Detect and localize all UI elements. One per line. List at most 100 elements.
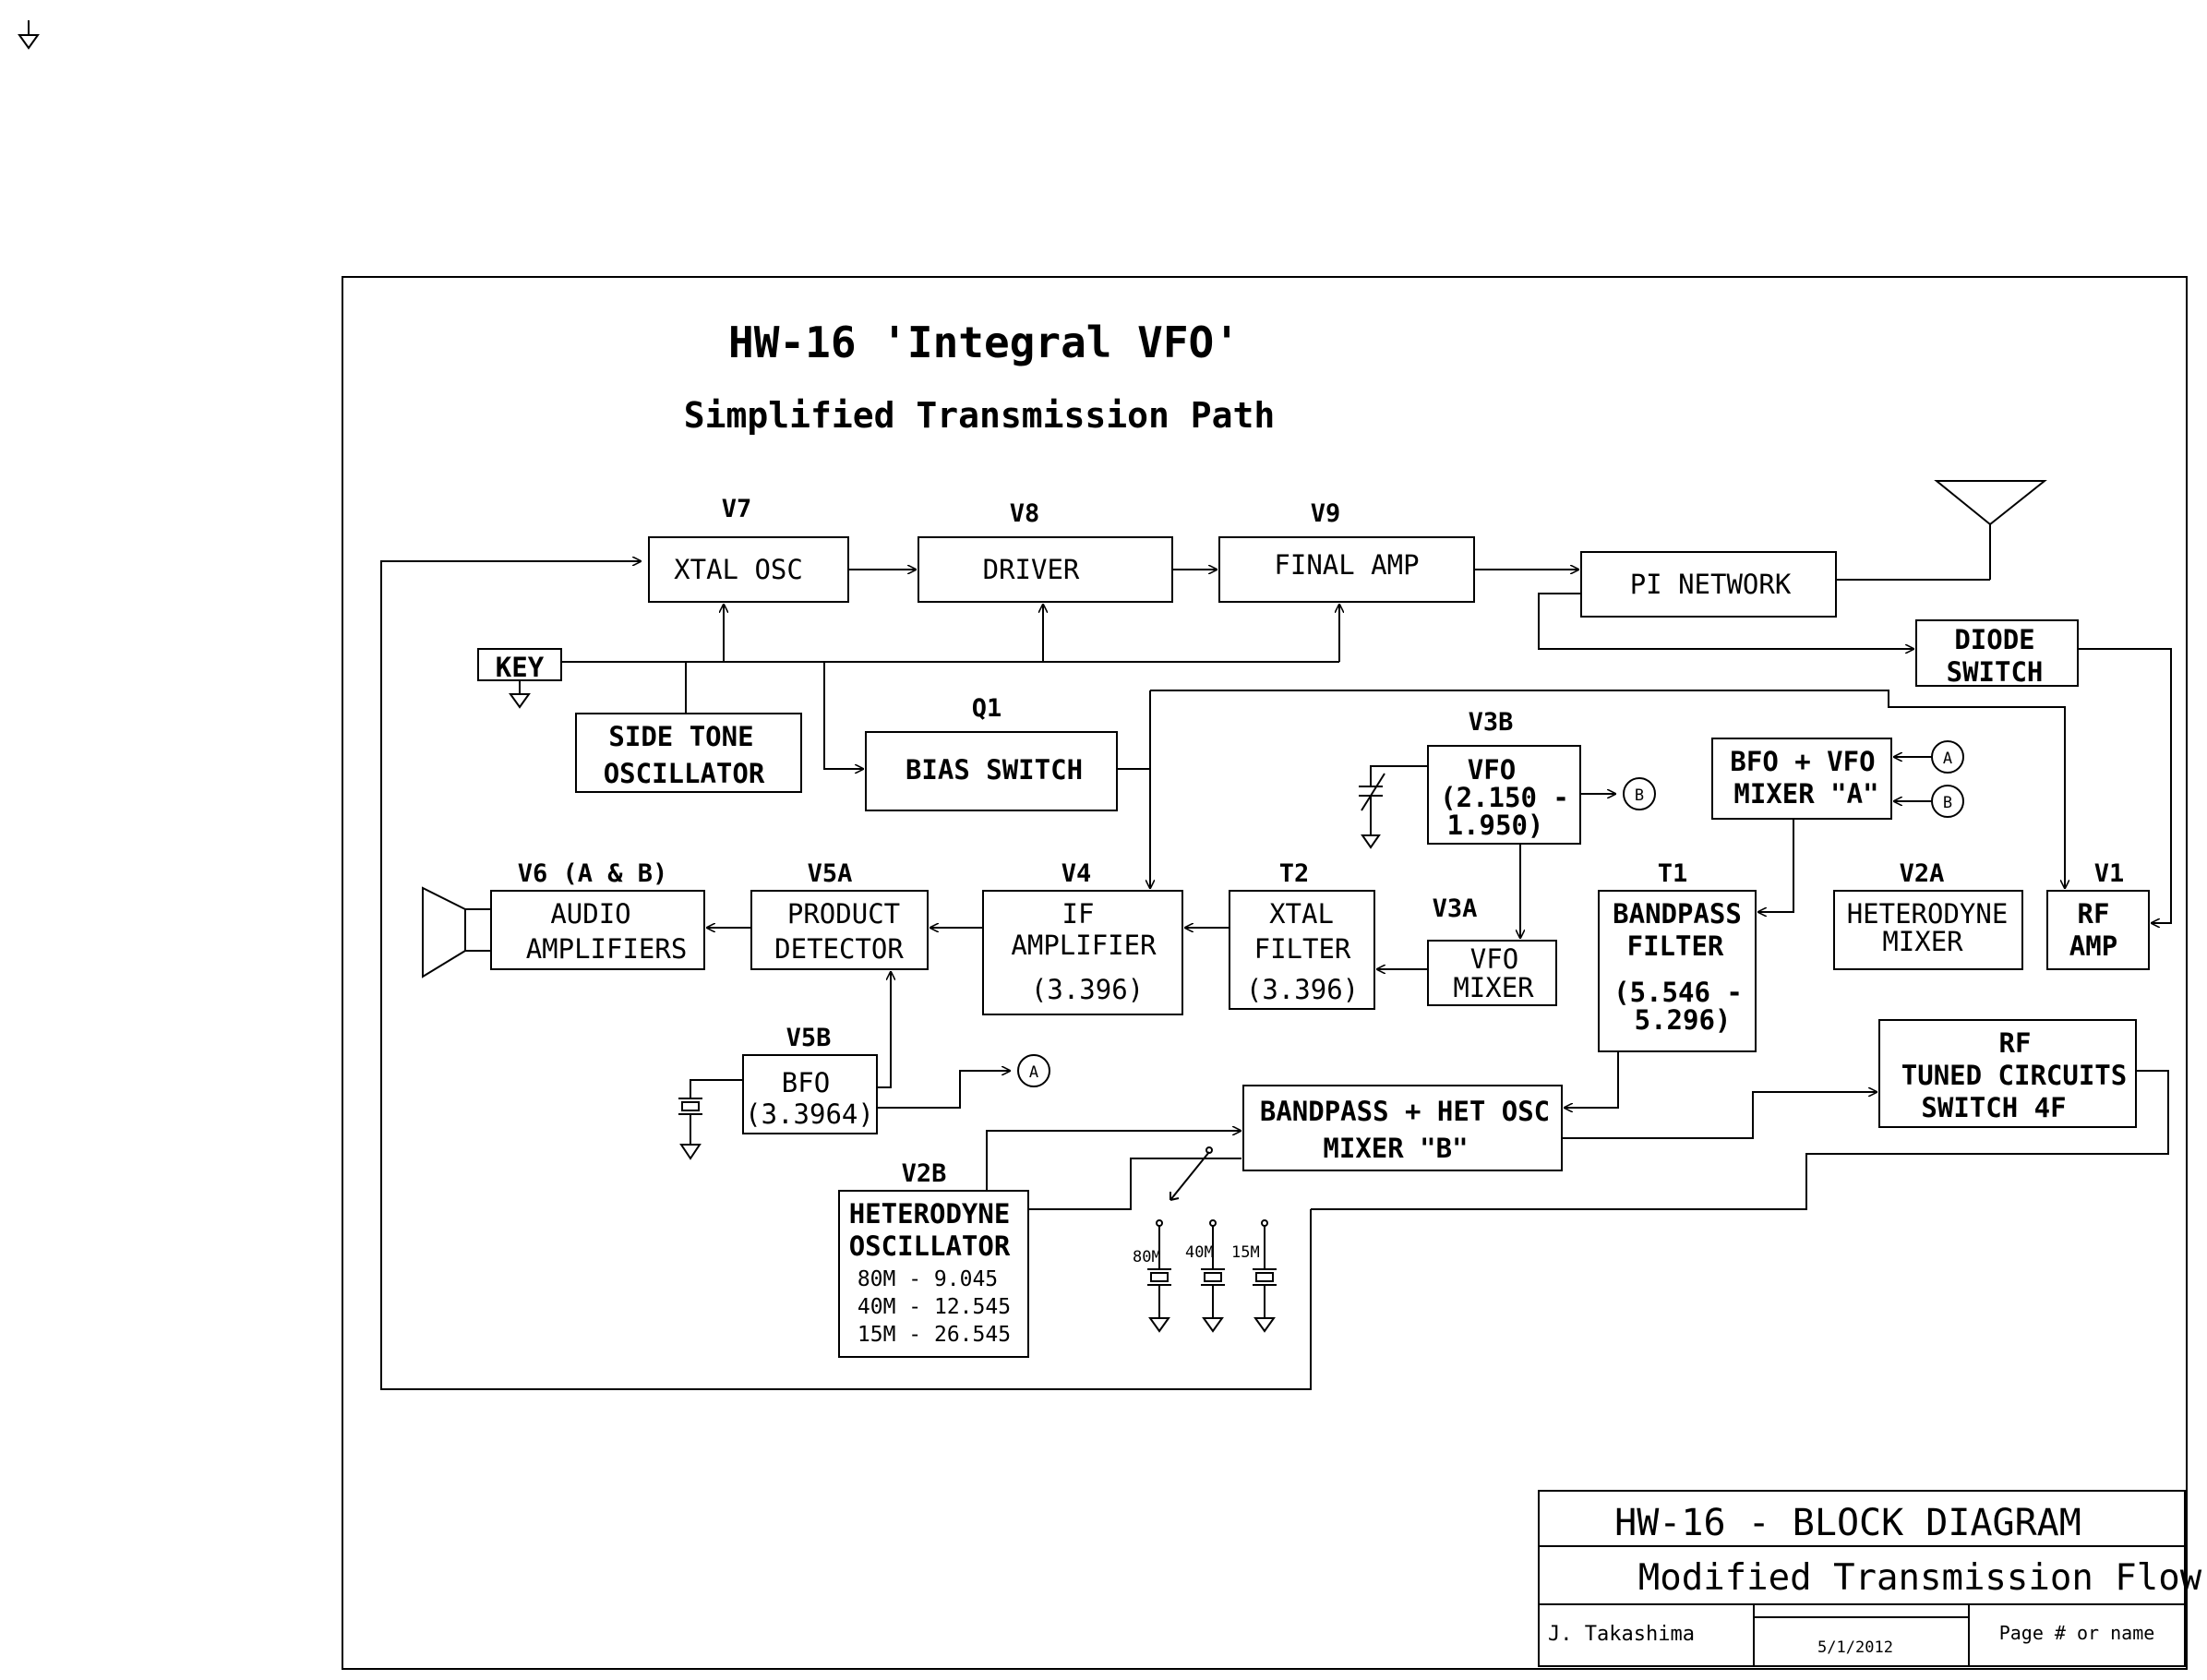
title-block-author: J. Takashima <box>1548 1623 1695 1646</box>
block-rf-tuned-circuits-label-2: TUNED CIRCUITS <box>1901 1060 2127 1091</box>
block-bfo-vfo-mixer-a-label-1: BFO + VFO <box>1730 746 1875 777</box>
ground-icon <box>509 680 531 709</box>
crystal-label-15m: 15M <box>1231 1243 1260 1262</box>
speaker-icon <box>422 886 492 978</box>
block-rf-tuned-circuits <box>1878 1019 2137 1128</box>
block-side-tone-oscillator <box>575 713 802 793</box>
block-final-amp-label: FINAL AMP <box>1274 549 1419 581</box>
block-if-amplifier-label-1: IF <box>1062 898 1095 930</box>
block-bandpass-filter <box>1598 890 1757 1052</box>
block-bandpass-het-osc-label-1: BANDPASS + HET OSC <box>1260 1096 1550 1127</box>
crystal-40m-icon <box>1201 1219 1225 1333</box>
block-vfo-mixer <box>1427 940 1557 1006</box>
block-if-amplifier-label-3: (3.396) <box>1031 974 1144 1005</box>
drawing-frame <box>342 276 2188 1670</box>
block-diode-switch-label-2: SWITCH <box>1947 656 2044 688</box>
block-bandpass-filter-label-2: FILTER <box>1627 930 1724 962</box>
block-heterodyne-oscillator <box>838 1190 1029 1358</box>
signal-lines <box>380 561 2172 1390</box>
crystal-label-80m: 80M <box>1133 1248 1161 1266</box>
tube-label-t2: T2 <box>1279 859 1310 888</box>
variable-capacitor-icon <box>1359 765 1428 849</box>
connector-a-bfo: A <box>1017 1054 1050 1087</box>
block-xtal-filter-label-3: (3.396) <box>1246 974 1359 1005</box>
block-bandpass-filter-label-4: 5.296) <box>1635 1004 1732 1036</box>
block-heterodyne-oscillator-label-4: 40M - 12.545 <box>858 1295 1011 1319</box>
block-bandpass-filter-label-1: BANDPASS <box>1613 898 1742 930</box>
block-bfo-label-2: (3.3964) <box>745 1098 874 1130</box>
title-block <box>1538 1490 2186 1667</box>
block-bandpass-het-osc-label-2: MIXER "B" <box>1323 1133 1468 1164</box>
tube-label-v3a: V3A <box>1433 894 1478 923</box>
title-block-date: 5/1/2012 <box>1817 1638 1893 1657</box>
crystal-label-40m: 40M <box>1185 1243 1214 1262</box>
block-heterodyne-mixer-label-1: HETERODYNE <box>1847 898 2009 930</box>
crystal-80m-icon <box>1147 1219 1171 1333</box>
diagram-title: HW-16 'Integral VFO' <box>728 318 1240 367</box>
bfo-crystal-icon <box>678 1079 743 1160</box>
block-bfo-vfo-mixer-a <box>1711 738 1892 820</box>
tube-label-t1: T1 <box>1658 859 1688 888</box>
band-switch-icon <box>1169 1146 1213 1201</box>
tube-label-v3b: V3B <box>1469 708 1514 737</box>
connector-b-mixer: B <box>1931 785 1964 818</box>
tube-label-v2b: V2B <box>902 1159 947 1188</box>
diagram-subtitle: Simplified Transmission Path <box>684 395 1276 436</box>
block-bandpass-filter-label-3: (5.546 - <box>1613 977 1743 1008</box>
block-heterodyne-oscillator-label-5: 15M - 26.545 <box>858 1323 1011 1347</box>
block-side-tone-label-1: SIDE TONE <box>608 721 753 752</box>
block-key-label: KEY <box>496 652 545 683</box>
block-bias-switch <box>865 731 1118 811</box>
block-heterodyne-oscillator-label-1: HETERODYNE <box>849 1198 1011 1230</box>
svg-text:A: A <box>1029 1063 1038 1082</box>
block-pi-network <box>1580 551 1837 618</box>
crystal-15m-icon <box>1253 1219 1277 1333</box>
title-block-page: Page # or name <box>1999 1622 2155 1644</box>
block-if-amplifier <box>982 890 1183 1015</box>
block-bfo-label-1: BFO <box>782 1067 830 1098</box>
block-product-detector-label-1: PRODUCT <box>787 898 900 930</box>
block-heterodyne-mixer-label-2: MIXER <box>1882 926 1963 957</box>
tube-label-q1: Q1 <box>972 694 1002 723</box>
block-vfo-mixer-label-2: MIXER <box>1453 972 1534 1003</box>
tube-label-v5a: V5A <box>808 859 853 888</box>
block-vfo-mixer-label-1: VFO <box>1470 943 1518 975</box>
block-audio-amplifiers-label-1: AUDIO <box>550 898 630 930</box>
block-rf-tuned-circuits-label-1: RF <box>1999 1027 2032 1059</box>
block-heterodyne-mixer <box>1833 890 2023 970</box>
block-heterodyne-oscillator-label-2: OSCILLATOR <box>849 1230 1011 1262</box>
block-bias-switch-label: BIAS SWITCH <box>906 754 1083 786</box>
block-side-tone-label-2: OSCILLATOR <box>604 758 765 789</box>
block-product-detector <box>750 890 929 970</box>
block-pi-network-label: PI NETWORK <box>1630 569 1792 600</box>
tube-label-v4: V4 <box>1062 859 1092 888</box>
block-product-detector-label-2: DETECTOR <box>774 933 904 965</box>
title-block-heading: HW-16 - BLOCK DIAGRAM <box>1614 1502 2081 1544</box>
svg-text:B: B <box>1635 786 1644 805</box>
antenna-icon <box>1934 480 2047 580</box>
block-bfo-vfo-mixer-a-label-2: MIXER "A" <box>1733 778 1878 810</box>
block-vfo-label-1: VFO <box>1468 754 1516 786</box>
tube-label-v8: V8 <box>1010 499 1040 528</box>
block-xtal-filter-label-2: FILTER <box>1254 933 1351 965</box>
block-rf-tuned-circuits-label-3: SWITCH 4F <box>1921 1092 2066 1123</box>
svg-text:A: A <box>1943 750 1952 768</box>
tube-label-v9: V9 <box>1311 499 1341 528</box>
block-heterodyne-oscillator-label-3: 80M - 9.045 <box>858 1267 998 1291</box>
block-vfo-label-3: 1.950) <box>1447 810 1544 841</box>
block-bandpass-het-osc-mixer-b <box>1242 1085 1563 1171</box>
tube-label-v6: V6 (A & B) <box>518 859 668 888</box>
tube-label-v7: V7 <box>722 495 752 523</box>
tube-label-v1: V1 <box>2094 859 2125 888</box>
block-bfo <box>742 1054 878 1134</box>
block-rf-amp <box>2046 890 2150 970</box>
connector-b-vfo: B <box>1623 777 1656 810</box>
block-if-amplifier-label-2: AMPLIFIER <box>1011 930 1157 961</box>
block-audio-amplifiers-label-2: AMPLIFIERS <box>526 933 688 965</box>
tube-label-v5b: V5B <box>786 1024 832 1052</box>
ground-icon <box>18 20 40 50</box>
block-diode-switch-label-1: DIODE <box>1954 624 2034 655</box>
title-block-subheading: Modified Transmission Flow <box>1638 1557 2202 1599</box>
block-rf-amp-label-1: RF <box>2078 898 2110 930</box>
